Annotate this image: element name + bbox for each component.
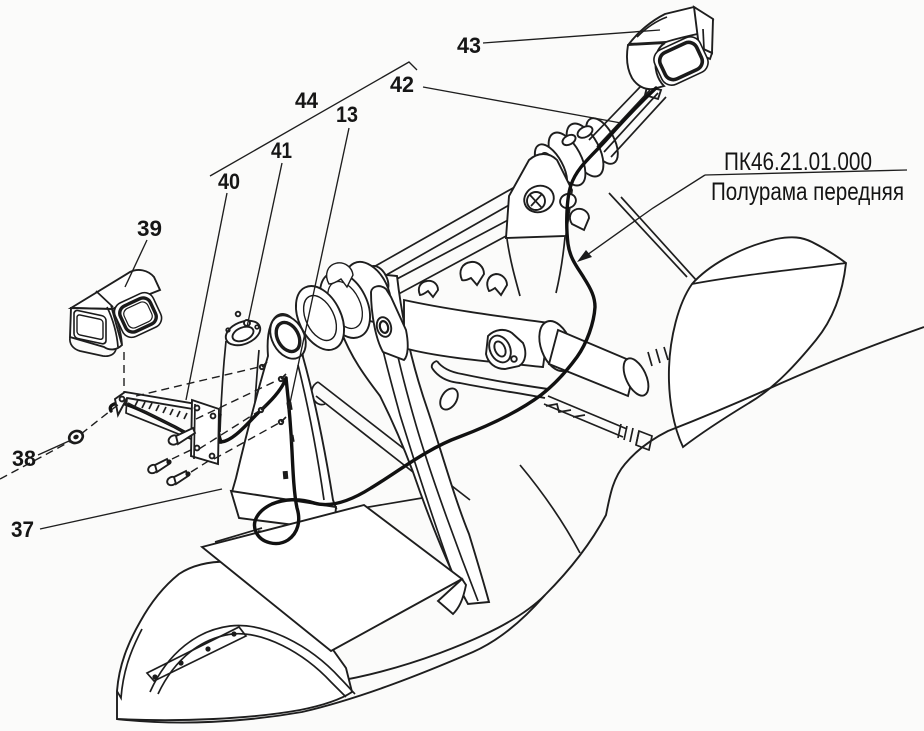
svg-text:37: 37 — [11, 517, 34, 542]
svg-text:40: 40 — [218, 169, 240, 194]
svg-text:13: 13 — [336, 102, 358, 127]
svg-text:43: 43 — [457, 33, 481, 58]
svg-text:41: 41 — [271, 138, 292, 163]
svg-text:39: 39 — [137, 216, 162, 241]
svg-text:38: 38 — [12, 446, 36, 471]
svg-text:42: 42 — [390, 72, 414, 97]
svg-text:Полурама передняя: Полурама передняя — [711, 178, 904, 206]
svg-text:44: 44 — [295, 88, 319, 113]
svg-text:ПК46.21.01.000: ПК46.21.01.000 — [724, 148, 872, 176]
